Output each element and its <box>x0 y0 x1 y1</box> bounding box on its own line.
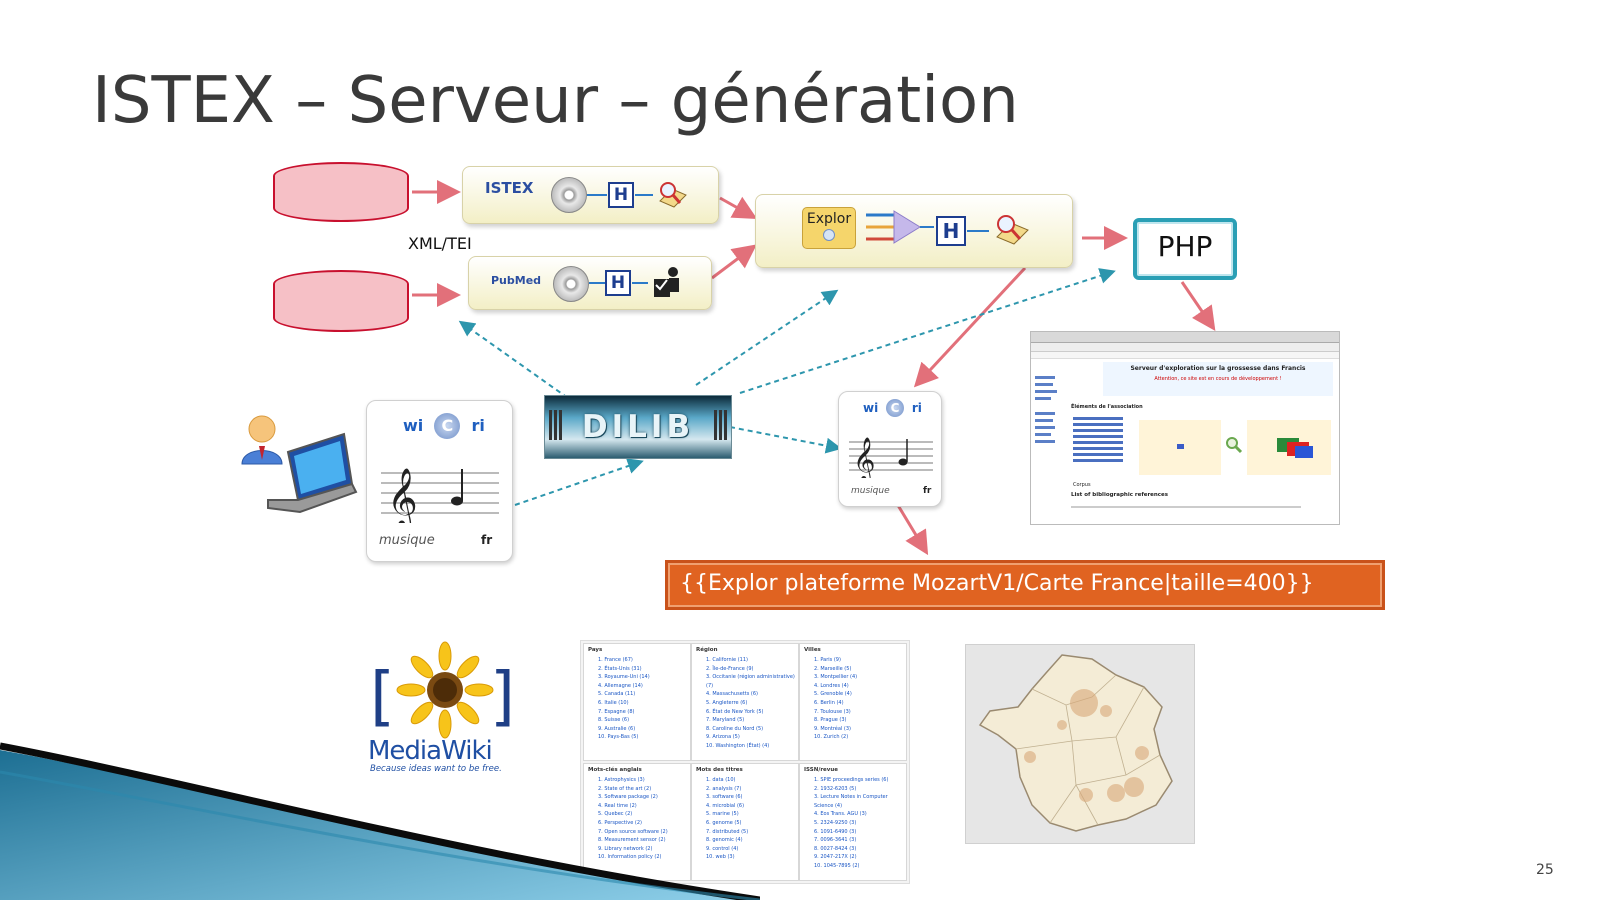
region-borders <box>1015 674 1161 826</box>
site-header: Serveur d'exploration sur la grossesse d… <box>1103 362 1333 396</box>
arrow-dilib-explor <box>695 289 839 386</box>
facet-list: 1. France (67)2. États-Unis (31)3. Royau… <box>598 657 650 741</box>
flow-line <box>635 194 653 196</box>
density-blobs <box>1024 689 1149 802</box>
arrow-wicri-dilib <box>514 458 644 506</box>
facet-list: 1. Astrophysics (3)2. State of the art (… <box>598 777 668 861</box>
disc-icon <box>551 177 587 213</box>
zoom-icon <box>1226 437 1243 454</box>
facet-list: 1. Paris (9)2. Marseille (5)3. Montpelli… <box>814 657 858 741</box>
dilib-bookshelves <box>549 410 727 440</box>
explor-pipeline: Explor H <box>755 194 1073 268</box>
h-index-icon: H <box>936 216 966 246</box>
flow-line <box>632 282 648 284</box>
facet-tables: Pays 1. France (67)2. États-Unis (31)3. … <box>580 640 910 884</box>
facet-region: Région 1. Californie (11)2. Île-de-Franc… <box>691 643 799 761</box>
mozart-template-banner: {{Explor plateforme MozartV1/Carte Franc… <box>665 560 1385 610</box>
arrow-explor-wicri <box>913 266 1027 388</box>
disc-icon <box>553 266 589 302</box>
explor-label: Explor <box>806 211 852 227</box>
flow-line <box>589 282 605 284</box>
site-divider <box>1071 506 1301 508</box>
mozart-template-text: {{Explor plateforme MozartV1/Carte Franc… <box>680 571 1314 596</box>
france-outline <box>978 654 1173 832</box>
facet-issn: ISSN/revue 1. SPIE proceedings series (6… <box>799 763 907 881</box>
website-screenshot: Serveur d'exploration sur la grossesse d… <box>1030 331 1340 525</box>
site-title: Serveur d'exploration sur la grossesse d… <box>1130 365 1306 372</box>
site-sidebar <box>1035 372 1065 512</box>
facet-pays: Pays 1. France (67)2. États-Unis (31)3. … <box>583 643 691 761</box>
user-laptop-icon <box>241 415 358 514</box>
pubmed-logo: PubMed <box>491 274 542 287</box>
svg-text:[: [ <box>370 660 395 734</box>
browser-bookmarks <box>1031 352 1339 359</box>
facet-list: 1. Californie (11)2. Île-de-France (9)3.… <box>706 657 795 749</box>
site-warning: Attention, ce site est en cours de dével… <box>1154 376 1282 382</box>
site-panel-right <box>1247 420 1331 475</box>
wicri-wordmark: wi C ri <box>403 413 485 439</box>
arrow-dilib-php <box>739 268 1116 394</box>
dilib-wordmark: DILIB <box>581 409 695 445</box>
dilib-logo: DILIB <box>544 395 732 459</box>
xml-tei-label: XML/TEI <box>408 234 472 253</box>
explor-circle-icon <box>823 229 835 241</box>
browser-tabbar <box>1031 332 1339 343</box>
search-book-icon <box>659 182 687 208</box>
flow-line <box>587 194 607 196</box>
site-corpus-label: Corpus <box>1073 482 1091 488</box>
arrow-istex-explor <box>719 196 758 219</box>
arrow-wicri-banner <box>894 501 929 556</box>
flow-line <box>967 230 989 232</box>
site-section-elements: Éléments de l'association <box>1071 404 1143 410</box>
facet-list: 1. data (10)2. analysis (7)3. software (… <box>706 777 749 861</box>
svg-text:𝄞: 𝄞 <box>387 468 418 523</box>
wicri-musique-logo-small: wi C ri 𝄞 musique fr <box>838 391 942 507</box>
h-index-icon: H <box>605 270 631 296</box>
explor-badge: Explor <box>802 207 856 249</box>
france-map <box>965 644 1195 844</box>
php-box: PHP <box>1133 218 1237 280</box>
database-istex <box>273 162 409 222</box>
wicri-caption: musique <box>379 533 435 548</box>
slide-title: ISTEX – Serveur – génération <box>92 64 1019 138</box>
mediawiki-name: MediaWiki <box>368 736 493 766</box>
istex-logo: ISTEX <box>485 179 534 197</box>
search-book-icon <box>996 215 1029 245</box>
france-map-svg <box>978 654 1173 832</box>
wicri-musique-logo: wi C ri 𝄞 musique fr <box>366 400 513 562</box>
wicri-lang: fr <box>481 533 493 547</box>
browser-addressbar <box>1031 343 1339 352</box>
music-staff-icon: 𝄞 <box>849 437 933 478</box>
facet-mots-titres: Mots des titres 1. data (10)2. analysis … <box>691 763 799 881</box>
page-number: 25 <box>1536 862 1554 878</box>
site-panel-left <box>1139 420 1221 475</box>
person-checklist-icon <box>654 267 679 297</box>
arrow-php-website <box>1180 281 1216 331</box>
wicri-wordmark: wi C ri <box>863 399 922 417</box>
mediawiki-tagline: Because ideas want to be free. <box>370 764 502 774</box>
arrow-pubmed-explor <box>711 244 757 280</box>
sunflower-icon: [ ] <box>370 641 515 739</box>
facet-villes: Villes 1. Paris (9)2. Marseille (5)3. Mo… <box>799 643 907 761</box>
site-section-biblio: List of bibliographic references <box>1071 492 1169 498</box>
music-staff-icon: 𝄞 <box>381 468 499 523</box>
wicri-caption: musique <box>851 486 890 496</box>
arrow-dilib-wicri <box>729 426 842 454</box>
site-list <box>1073 414 1123 480</box>
pubmed-pipeline: PubMed H <box>468 256 712 310</box>
php-label: PHP <box>1157 230 1213 263</box>
database-pubmed <box>273 270 409 332</box>
istex-pipeline: ISTEX H <box>462 166 719 224</box>
facet-list: 1. SPIE proceedings series (6)2. 1932-62… <box>814 777 889 869</box>
merge-arrows-icon <box>866 210 934 244</box>
wicri-lang: fr <box>923 486 932 496</box>
svg-text:𝄞: 𝄞 <box>853 437 875 478</box>
decorative-swoosh <box>0 742 760 900</box>
arrow-dilib-pubmed <box>458 320 576 404</box>
mediawiki-logo: [ ] MediaWiki Because ideas want to be f… <box>368 640 520 774</box>
facet-mots-cles: Mots-clés anglais 1. Astrophysics (3)2. … <box>583 763 691 881</box>
svg-text:]: ] <box>490 660 515 734</box>
h-index-icon: H <box>608 182 634 208</box>
